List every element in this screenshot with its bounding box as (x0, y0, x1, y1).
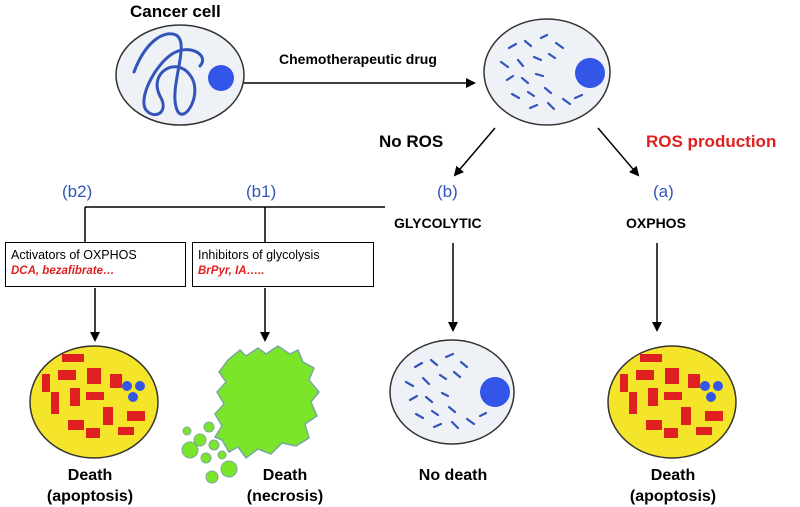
apoptotic-cell-right (607, 345, 737, 459)
outcome-line2: (necrosis) (246, 488, 324, 505)
cancer-cell (115, 24, 245, 126)
oxphos-label: OXPHOS (626, 215, 686, 231)
nucleus-icon (480, 377, 510, 407)
arrow-to-glycolytic (453, 127, 496, 177)
necrotic-cell (181, 345, 320, 484)
outcome-necrosis: Death (necrosis) (215, 465, 355, 507)
outcome-line2: (apoptosis) (46, 488, 134, 505)
branch-b-label: (b) (437, 182, 458, 201)
outcome-line1: No death (418, 467, 488, 484)
cancer-cell-label: Cancer cell (130, 2, 221, 21)
no-ros-label: No ROS (379, 132, 444, 151)
activators-title: Activators of OXPHOS (11, 248, 137, 262)
outcome-line1: Death (67, 467, 113, 484)
nucleus-icon (575, 58, 605, 88)
outcome-apoptosis-left: Death (apoptosis) (20, 465, 160, 507)
branch-a-label: (a) (653, 182, 674, 201)
dna-strand-icon (132, 32, 204, 116)
outcome-apoptosis-right: Death (apoptosis) (603, 465, 743, 507)
apoptotic-cell-left (29, 345, 159, 459)
glycolytic-label: GLYCOLYTIC (394, 215, 482, 231)
fragmented-dna-cell-top (483, 18, 611, 126)
nucleus-icon (208, 65, 234, 91)
activators-examples: DCA, bezafibrate… (11, 265, 115, 277)
outcome-line2: (apoptosis) (629, 488, 717, 505)
arrow-to-oxphos (597, 127, 640, 177)
drug-label: Chemotherapeutic drug (279, 51, 437, 67)
ros-production-label: ROS production (646, 132, 777, 151)
outcome-line1: Death (262, 467, 308, 484)
inhibitors-box: Inhibitors of glycolysis BrPyr, IA….. (192, 242, 374, 287)
outcome-no-death: No death (383, 465, 523, 486)
inhibitors-title: Inhibitors of glycolysis (198, 248, 320, 262)
branch-b2-label: (b2) (62, 182, 93, 201)
inhibitors-examples: BrPyr, IA….. (198, 265, 265, 277)
outcome-line1: Death (650, 467, 696, 484)
activators-box: Activators of OXPHOS DCA, bezafibrate… (5, 242, 186, 287)
fragmented-dna-cell-bottom (389, 339, 515, 445)
branch-b1-label: (b1) (246, 182, 277, 201)
